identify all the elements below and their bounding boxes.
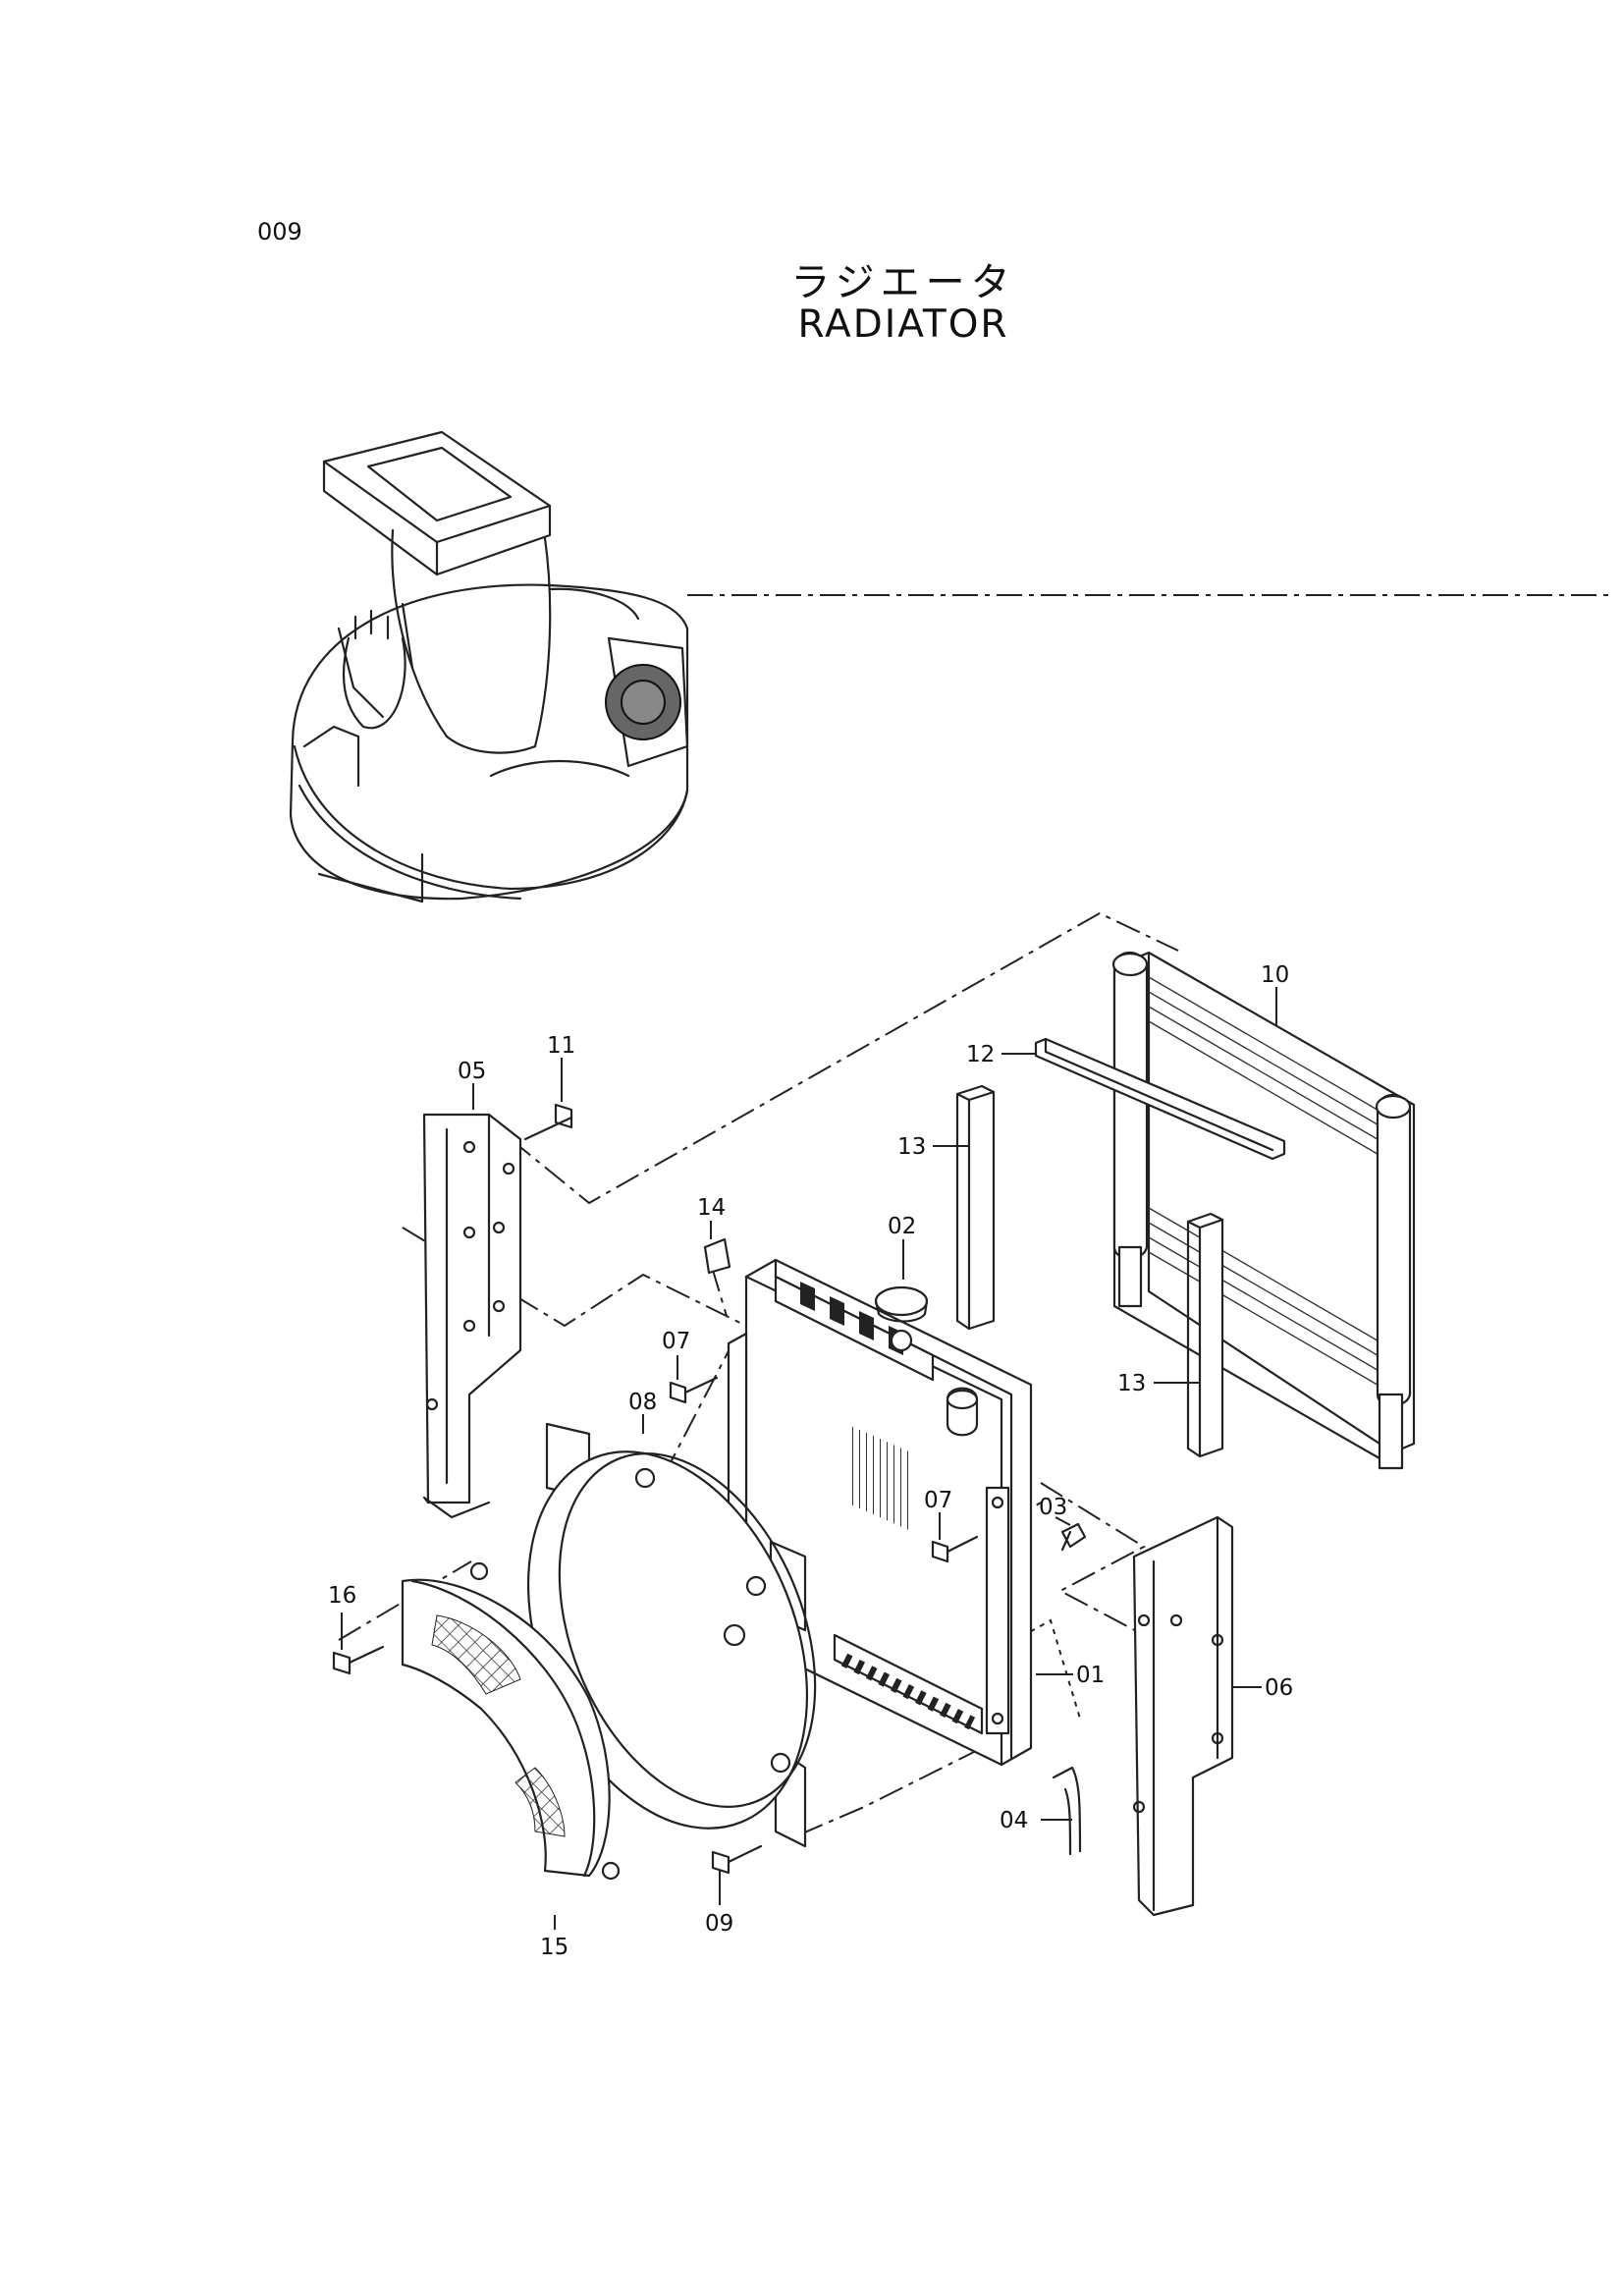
bolt-16 xyxy=(332,1645,385,1675)
callout-04: 04 xyxy=(1000,1808,1028,1833)
callout-12: 12 xyxy=(966,1042,995,1067)
oil-cooler-10 xyxy=(1111,951,1416,1470)
callout-05: 05 xyxy=(458,1059,486,1084)
seal-block-13b xyxy=(1186,1212,1224,1458)
callout-10: 10 xyxy=(1261,962,1289,988)
seal-strip-12 xyxy=(1034,1037,1286,1161)
machine-overview xyxy=(289,430,689,903)
callout-11: 11 xyxy=(547,1033,575,1059)
label-plate-14 xyxy=(703,1237,731,1275)
callout-02: 02 xyxy=(888,1214,916,1239)
fan-guard-15 xyxy=(401,1561,621,1881)
callout-09: 09 xyxy=(705,1911,733,1937)
bracket-right-06 xyxy=(1132,1515,1234,1917)
bolt-07-right xyxy=(931,1535,979,1563)
hose-04 xyxy=(1052,1766,1082,1856)
bolt-09 xyxy=(711,1844,763,1875)
callout-01: 01 xyxy=(1076,1663,1105,1688)
bolt-11 xyxy=(523,1103,573,1141)
callout-15: 15 xyxy=(540,1935,568,1960)
callout-07-right: 07 xyxy=(924,1488,952,1513)
bracket-left-05 xyxy=(422,1113,522,1519)
radiator-cap-02 xyxy=(874,1285,929,1352)
callouts: 01 02 03 04 05 06 07 07 08 09 10 11 12 1… xyxy=(328,962,1293,1960)
callout-06: 06 xyxy=(1265,1675,1293,1701)
callout-07-left: 07 xyxy=(662,1329,690,1354)
callout-14: 14 xyxy=(697,1195,726,1221)
callout-13a: 13 xyxy=(897,1134,926,1160)
drain-plug-03 xyxy=(1060,1522,1087,1552)
bolt-07-left xyxy=(669,1376,719,1404)
page-code: 009 xyxy=(257,218,302,246)
title-english: RADIATOR xyxy=(797,302,1009,347)
leader-lines xyxy=(341,987,1277,1930)
callout-08: 08 xyxy=(628,1390,657,1415)
callout-13b: 13 xyxy=(1117,1371,1146,1396)
seal-block-13a xyxy=(955,1084,996,1331)
callout-03: 03 xyxy=(1039,1495,1067,1520)
radiator-core-01 xyxy=(744,1258,1033,1767)
title-japanese: ラジエータ xyxy=(790,260,1016,305)
callout-16: 16 xyxy=(328,1583,356,1609)
